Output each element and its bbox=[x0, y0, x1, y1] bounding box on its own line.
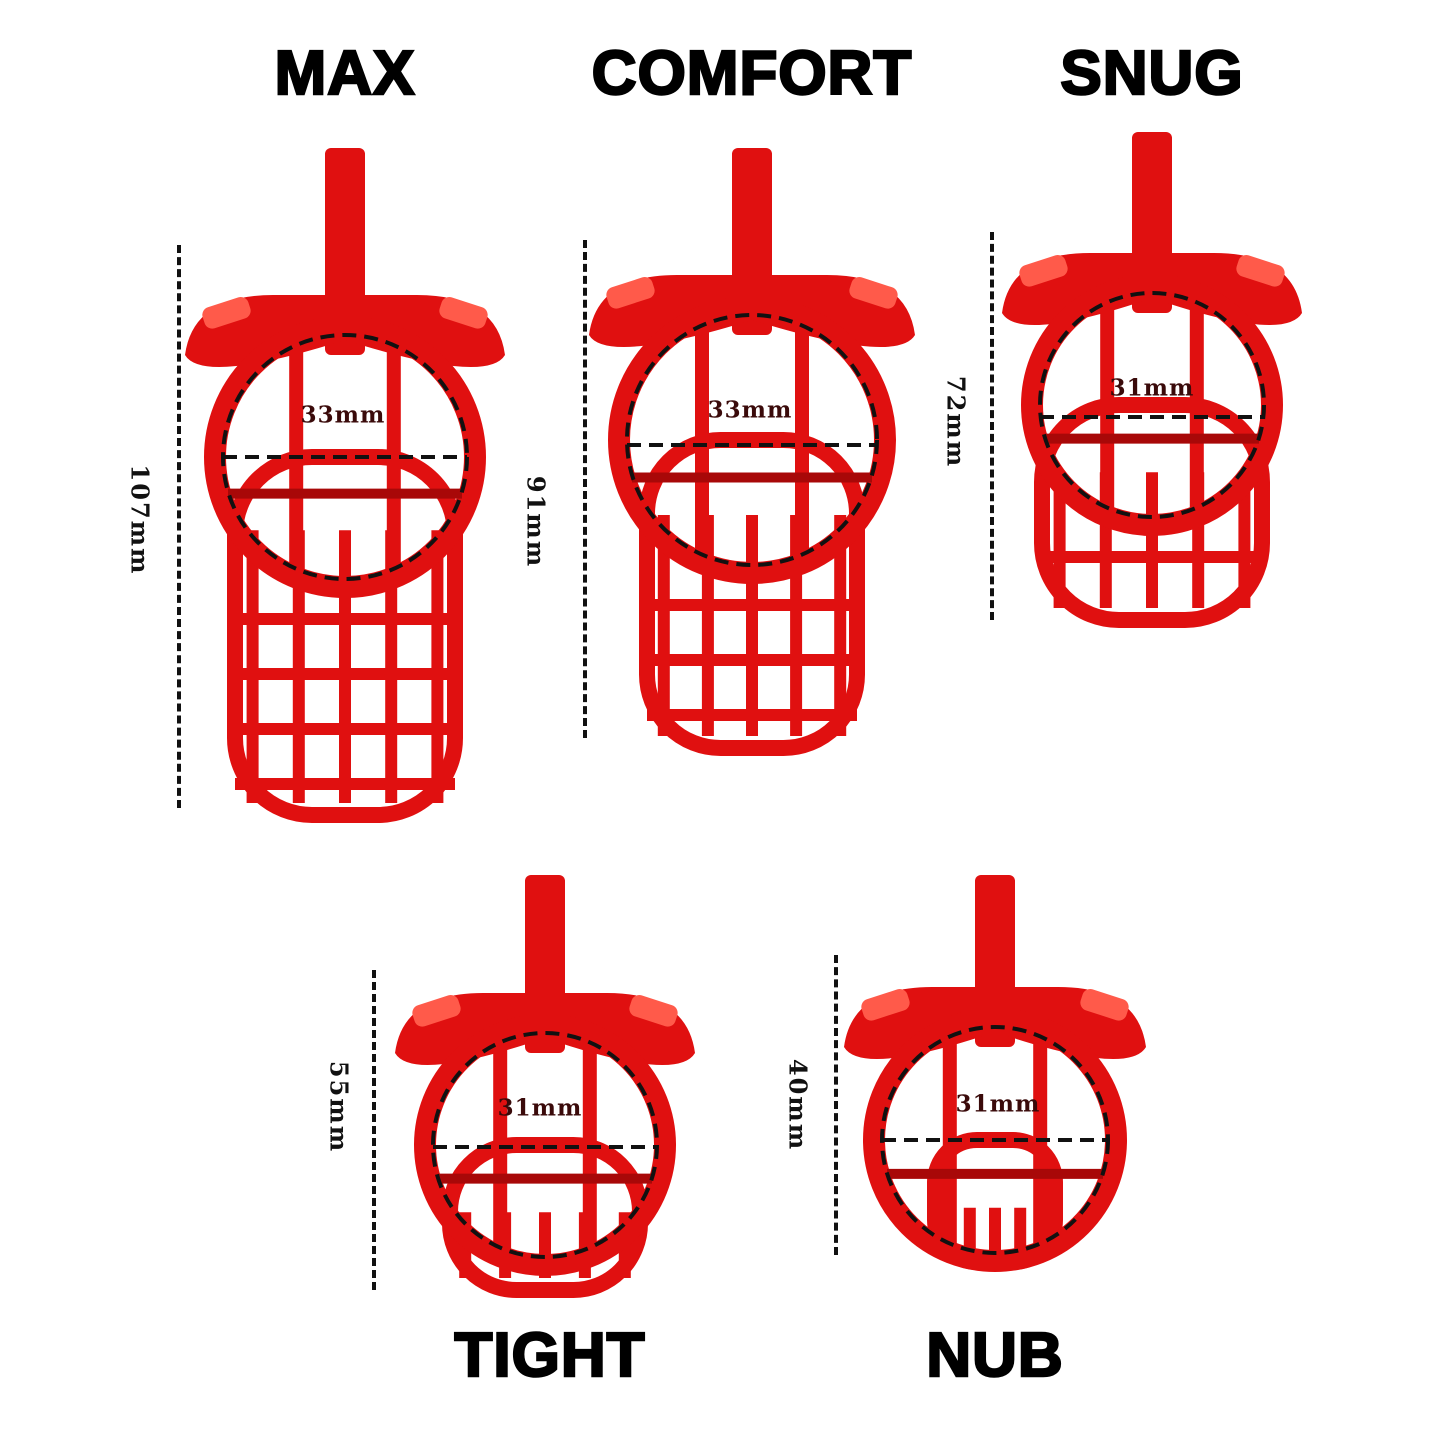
title-tight: TIGHT bbox=[453, 1320, 646, 1392]
tab-right-nub bbox=[1080, 989, 1129, 1021]
height-line-snug bbox=[990, 232, 994, 620]
ring-snug bbox=[1021, 274, 1283, 536]
tab-left-nub bbox=[861, 989, 910, 1021]
ring-tight bbox=[414, 1014, 676, 1276]
ring-comfort bbox=[608, 296, 896, 584]
tab-right-snug bbox=[1236, 255, 1285, 287]
height-line-max bbox=[177, 245, 181, 808]
title-max: MAX bbox=[273, 38, 416, 110]
body-snug bbox=[1034, 397, 1270, 628]
height-line-comfort bbox=[583, 240, 587, 738]
tab-left-snug bbox=[1019, 255, 1068, 287]
ring-nub bbox=[863, 1008, 1127, 1272]
height-line-tight bbox=[372, 970, 376, 1290]
tab-left-comfort bbox=[606, 277, 655, 309]
tab-right-max bbox=[439, 297, 488, 329]
height-label-tight: 55mm bbox=[324, 1060, 354, 1154]
body-comfort bbox=[639, 432, 865, 756]
height-label-snug: 72mm bbox=[941, 375, 971, 469]
tab-right-tight bbox=[629, 995, 678, 1027]
height-label-comfort: 91mm bbox=[521, 475, 551, 569]
title-comfort: COMFORT bbox=[591, 38, 913, 110]
diameter-label-tight: 31mm bbox=[497, 1094, 583, 1122]
tab-left-max bbox=[202, 297, 251, 329]
diameter-label-comfort: 33mm bbox=[707, 396, 793, 424]
tab-left-tight bbox=[412, 995, 461, 1027]
diameter-label-snug: 31mm bbox=[1109, 374, 1195, 402]
diameter-circle-snug bbox=[1038, 291, 1266, 519]
height-label-nub: 40mm bbox=[783, 1058, 813, 1152]
diameter-label-nub: 31mm bbox=[955, 1090, 1041, 1118]
title-nub: NUB bbox=[925, 1320, 1064, 1392]
diameter-label-max: 33mm bbox=[300, 401, 386, 429]
tab-right-comfort bbox=[849, 277, 898, 309]
ring-max bbox=[204, 316, 486, 598]
title-snug: SNUG bbox=[1059, 38, 1244, 110]
height-label-max: 107mm bbox=[125, 464, 155, 576]
diameter-circle-comfort bbox=[625, 313, 879, 567]
height-line-nub bbox=[834, 955, 838, 1255]
